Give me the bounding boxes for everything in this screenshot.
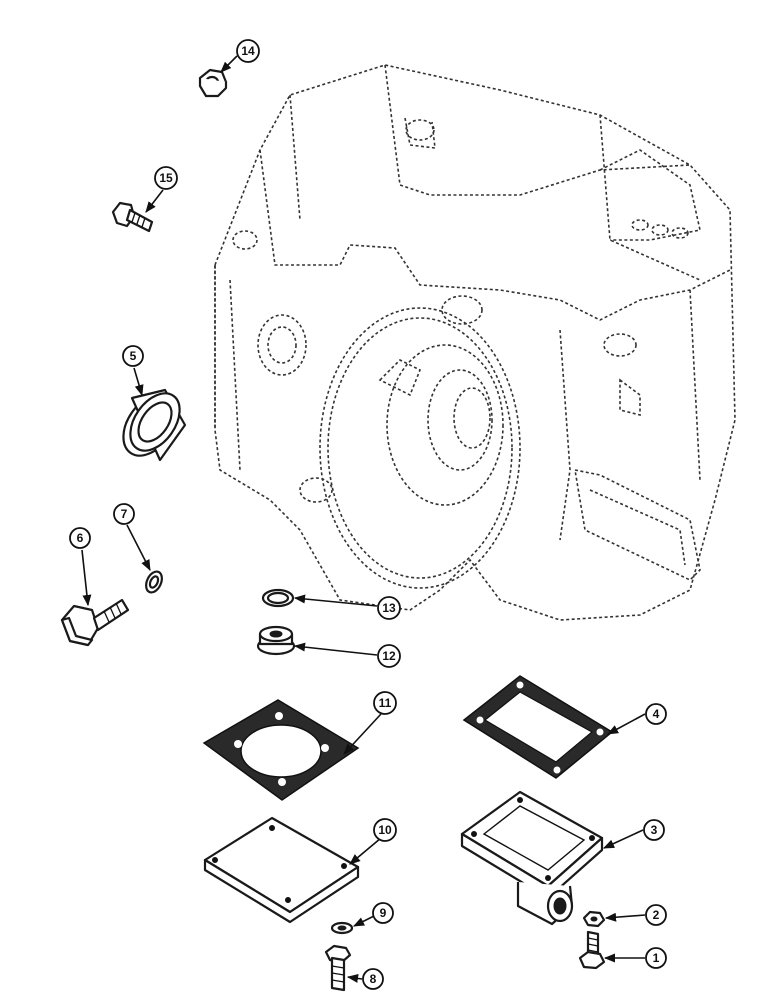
svg-text:12: 12 [382, 649, 396, 663]
callout-12: 12 [377, 644, 401, 668]
part-3-housing-cover [460, 790, 604, 926]
svg-text:14: 14 [241, 44, 255, 58]
svg-text:7: 7 [121, 507, 128, 521]
part-12-drain-plug [256, 625, 296, 656]
callout-9: 9 [372, 902, 394, 924]
callout-6: 6 [69, 527, 91, 549]
svg-text:2: 2 [653, 908, 660, 922]
leader-lines [81, 55, 646, 983]
svg-text:6: 6 [77, 531, 84, 545]
part-4-gasket [462, 675, 614, 779]
callout-8: 8 [362, 968, 384, 990]
svg-text:1: 1 [653, 951, 660, 965]
svg-text:9: 9 [380, 906, 387, 920]
callout-5: 5 [122, 345, 144, 367]
callout-1: 1 [645, 947, 667, 969]
svg-text:11: 11 [379, 696, 392, 710]
callout-7: 7 [113, 503, 135, 525]
callout-2: 2 [645, 904, 667, 926]
callout-10: 10 [373, 818, 397, 842]
callout-13: 13 [377, 596, 401, 620]
callout-11: 11 [373, 691, 397, 715]
transmission-housing-outline [214, 64, 736, 621]
part-9-lock-washer [330, 921, 354, 935]
part-11-gasket [202, 699, 360, 801]
callout-14: 14 [236, 39, 260, 63]
part-7-washer [145, 570, 163, 594]
svg-text:5: 5 [130, 349, 137, 363]
part-14-hex-nut [198, 68, 228, 98]
part-15-cap-screw [111, 201, 154, 233]
svg-text:8: 8 [370, 972, 377, 986]
part-2-hex-nut [582, 910, 606, 928]
svg-text:10: 10 [378, 823, 392, 837]
part-13-o-ring [261, 588, 295, 608]
part-8-cap-screw [324, 944, 352, 992]
svg-text:13: 13 [382, 601, 396, 615]
callout-3: 3 [643, 819, 665, 841]
callout-15: 15 [154, 166, 178, 190]
svg-text:15: 15 [159, 171, 173, 185]
callout-4: 4 [645, 703, 667, 725]
part-1-cap-screw [578, 930, 606, 970]
part-5-oil-seal [122, 388, 187, 462]
svg-text:4: 4 [653, 707, 660, 721]
part-10-cover-plate [203, 816, 360, 924]
svg-text:3: 3 [651, 823, 658, 837]
part-6-hex-bolt [60, 598, 130, 647]
